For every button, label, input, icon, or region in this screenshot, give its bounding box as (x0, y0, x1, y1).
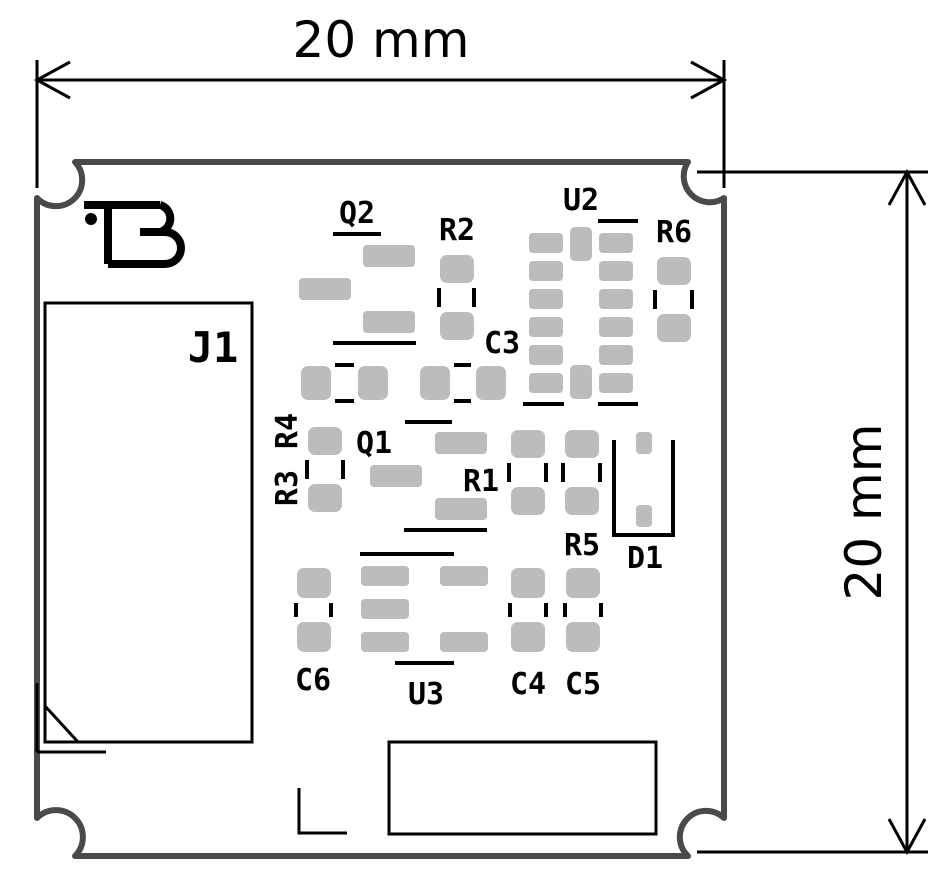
diode-d1: D1 (612, 432, 675, 576)
bottom-connector-outline (387, 740, 658, 836)
resistor-r5: R5 (561, 430, 602, 563)
label-r3: R3 (270, 470, 305, 506)
logo-icon (84, 201, 185, 268)
transistor-q2: Q2 (299, 196, 416, 345)
board-outline (34, 159, 727, 859)
resistor-r6: R6 (653, 215, 694, 342)
width-dimension-label: 20 mm (293, 11, 470, 69)
height-dimension-label: 20 mm (835, 424, 893, 601)
label-r4: R4 (270, 413, 305, 449)
label-c3: C3 (484, 326, 520, 361)
label-r2: R2 (439, 213, 475, 248)
ic-u3: U3 (360, 552, 488, 712)
capacitor-left-of-c3 (301, 363, 388, 403)
resistor-r1: R1 (463, 430, 548, 515)
resistor-r2: R2 (437, 213, 476, 340)
label-q1: Q1 (356, 426, 392, 461)
connector-j1: J1 (35, 301, 254, 754)
width-dimension: 20 mm (33, 11, 728, 188)
resistor-r4-r3: R4 R3 (270, 413, 345, 512)
capacitor-c3: C3 (420, 326, 520, 403)
capacitor-c4: C4 (508, 568, 548, 702)
label-r1: R1 (463, 464, 499, 499)
height-dimension: 20 mm (697, 168, 928, 856)
label-j1: J1 (188, 323, 239, 372)
label-c6: C6 (295, 663, 331, 698)
label-c5: C5 (565, 667, 601, 702)
label-c4: C4 (510, 667, 546, 702)
label-u3: U3 (408, 677, 444, 712)
corner-mark (297, 788, 347, 835)
transistor-q1: Q1 (356, 420, 487, 532)
capacitor-c6: C6 (294, 568, 333, 698)
label-d1: D1 (627, 541, 663, 576)
ic-u2: U2 (523, 183, 638, 406)
label-q2: Q2 (339, 196, 375, 231)
capacitor-c5: C5 (563, 568, 603, 702)
label-u2: U2 (563, 183, 599, 218)
label-r5: R5 (564, 528, 600, 563)
label-r6: R6 (656, 215, 692, 250)
